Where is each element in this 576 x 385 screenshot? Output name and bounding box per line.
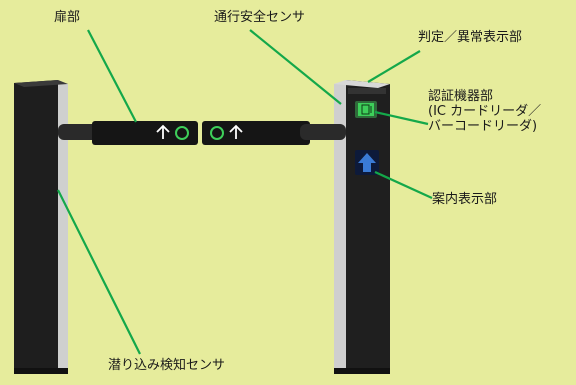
left-cabinet (14, 80, 68, 374)
label-auth-unit-line2: (IC カードリーダ／ (428, 104, 542, 119)
label-door: 扉部 (54, 10, 81, 25)
left-door-flap (58, 121, 198, 145)
circle-ok-icon (175, 126, 189, 140)
up-arrow-icon (156, 124, 170, 139)
label-auth-unit-line1: 認証機器部 (428, 89, 494, 104)
label-judgement-display: 判定／異常表示部 (418, 30, 523, 45)
label-sneak-sensor: 潜り込み検知センサ (108, 358, 226, 373)
label-auth-unit-line3: バーコードリーダ) (428, 119, 538, 134)
right-cabinet (334, 80, 390, 374)
label-auth-unit: 認証機器部 (IC カードリーダ／ バーコードリーダ) (428, 89, 541, 134)
judgement-display-strip (348, 88, 386, 94)
card-reader-icon (355, 101, 377, 118)
label-guide-display: 案内表示部 (432, 192, 498, 207)
right-door-flap (202, 121, 346, 145)
up-arrow-icon (229, 124, 243, 139)
leader-lines (57, 29, 433, 355)
guide-display (355, 150, 379, 175)
label-passage-sensor: 通行安全センサ (214, 10, 306, 25)
guide-up-arrow-icon (358, 153, 376, 172)
circle-ok-icon (210, 126, 224, 140)
